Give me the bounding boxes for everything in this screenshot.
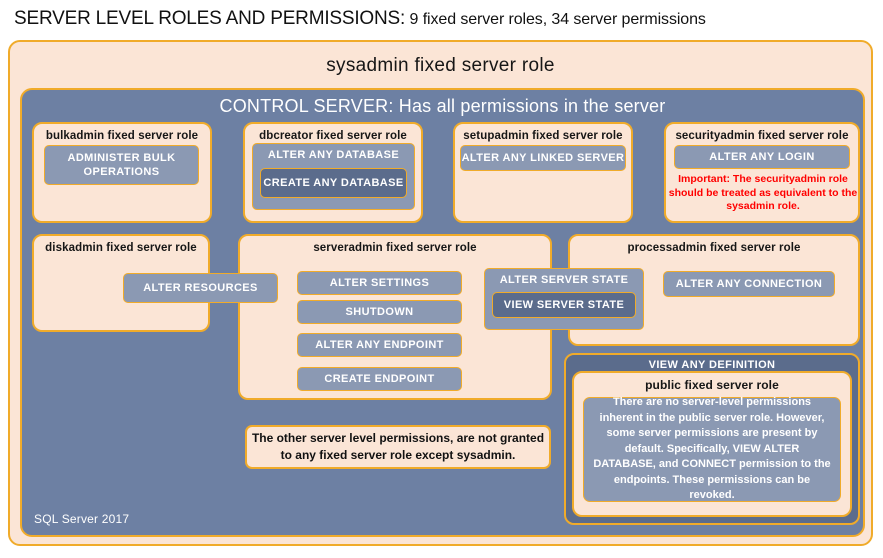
role-box-securityadmin[interactable]: securityadmin fixed server role xyxy=(664,122,860,223)
permission-alter-any-connection[interactable]: ALTER ANY CONNECTION xyxy=(663,271,835,297)
role-title-securityadmin: securityadmin fixed server role xyxy=(675,130,849,142)
permission-alter-settings[interactable]: ALTER SETTINGS xyxy=(297,271,462,295)
page-title: SERVER LEVEL ROLES AND PERMISSIONS: 9 fi… xyxy=(14,8,874,36)
footer-version-label: SQL Server 2017 xyxy=(34,512,130,526)
role-title-public: public fixed server role xyxy=(645,378,779,392)
permission-alter-server-state[interactable]: ALTER SERVER STATE VIEW SERVER STATE xyxy=(484,268,644,330)
sysadmin-role-label: sysadmin fixed server role xyxy=(326,55,555,76)
page-title-rest: 9 fixed server roles, 34 server permissi… xyxy=(409,11,706,28)
role-box-setupadmin[interactable]: setupadmin fixed server role xyxy=(453,122,633,223)
permission-shutdown[interactable]: SHUTDOWN xyxy=(297,300,462,324)
permission-alter-any-database-label: ALTER ANY DATABASE xyxy=(267,149,400,161)
role-title-processadmin: processadmin fixed server role xyxy=(627,242,801,254)
permission-create-endpoint[interactable]: CREATE ENDPOINT xyxy=(297,367,462,391)
permission-view-server-state[interactable]: VIEW SERVER STATE xyxy=(492,292,636,318)
permission-alter-resources[interactable]: ALTER RESOURCES xyxy=(123,273,278,303)
role-title-setupadmin: setupadmin fixed server role xyxy=(463,130,623,142)
permission-alter-any-login[interactable]: ALTER ANY LOGIN xyxy=(674,145,850,169)
note-other-permissions: The other server level permissions, are … xyxy=(245,425,551,469)
permission-alter-any-endpoint[interactable]: ALTER ANY ENDPOINT xyxy=(297,333,462,357)
permission-alter-any-database[interactable]: ALTER ANY DATABASE CREATE ANY DATABASE xyxy=(252,143,415,210)
permission-alter-any-linked-server[interactable]: ALTER ANY LINKED SERVER xyxy=(460,145,626,171)
securityadmin-warning-text: Important: The securityadmin role should… xyxy=(668,173,858,212)
permission-create-any-database[interactable]: CREATE ANY DATABASE xyxy=(260,168,407,198)
page-title-strong: SERVER LEVEL ROLES AND PERMISSIONS: xyxy=(14,8,406,29)
control-server-label: CONTROL SERVER: Has all permissions in t… xyxy=(219,95,666,116)
permission-view-any-definition-label: VIEW ANY DEFINITION xyxy=(648,359,776,371)
role-title-bulkadmin: bulkadmin fixed server role xyxy=(45,130,199,142)
role-title-diskadmin: diskadmin fixed server role xyxy=(45,242,197,254)
permission-administer-bulk-operations[interactable]: ADMINISTER BULK OPERATIONS xyxy=(44,145,199,185)
public-role-description: There are no server-level permissions in… xyxy=(583,396,841,502)
role-title-dbcreator: dbcreator fixed server role xyxy=(259,130,407,142)
role-title-serveradmin: serveradmin fixed server role xyxy=(313,242,477,254)
permission-alter-server-state-label: ALTER SERVER STATE xyxy=(499,274,629,286)
